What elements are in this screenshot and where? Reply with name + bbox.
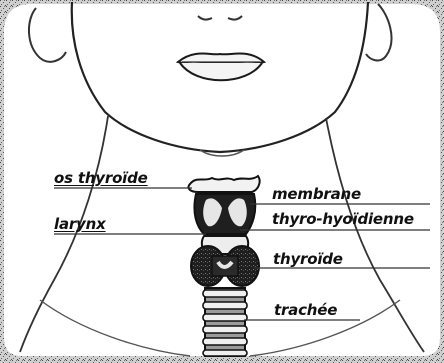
label-trachee: trachée xyxy=(274,302,337,319)
label-os-thyroide: os thyroïde xyxy=(54,170,148,187)
collarbone-left xyxy=(40,300,190,356)
right-ear-icon xyxy=(366,4,391,60)
hyoid-bone xyxy=(188,176,259,192)
nose-icon xyxy=(198,16,242,20)
label-thyro-hyoidienne: thyro-hyoïdienne xyxy=(272,211,414,228)
label-membrane: membrane xyxy=(272,186,361,203)
left-ear-icon xyxy=(29,8,66,62)
label-larynx: larynx xyxy=(54,216,106,233)
label-thyroide: thyroïde xyxy=(273,251,343,268)
mouth-icon xyxy=(178,54,264,81)
trachea xyxy=(203,288,247,356)
